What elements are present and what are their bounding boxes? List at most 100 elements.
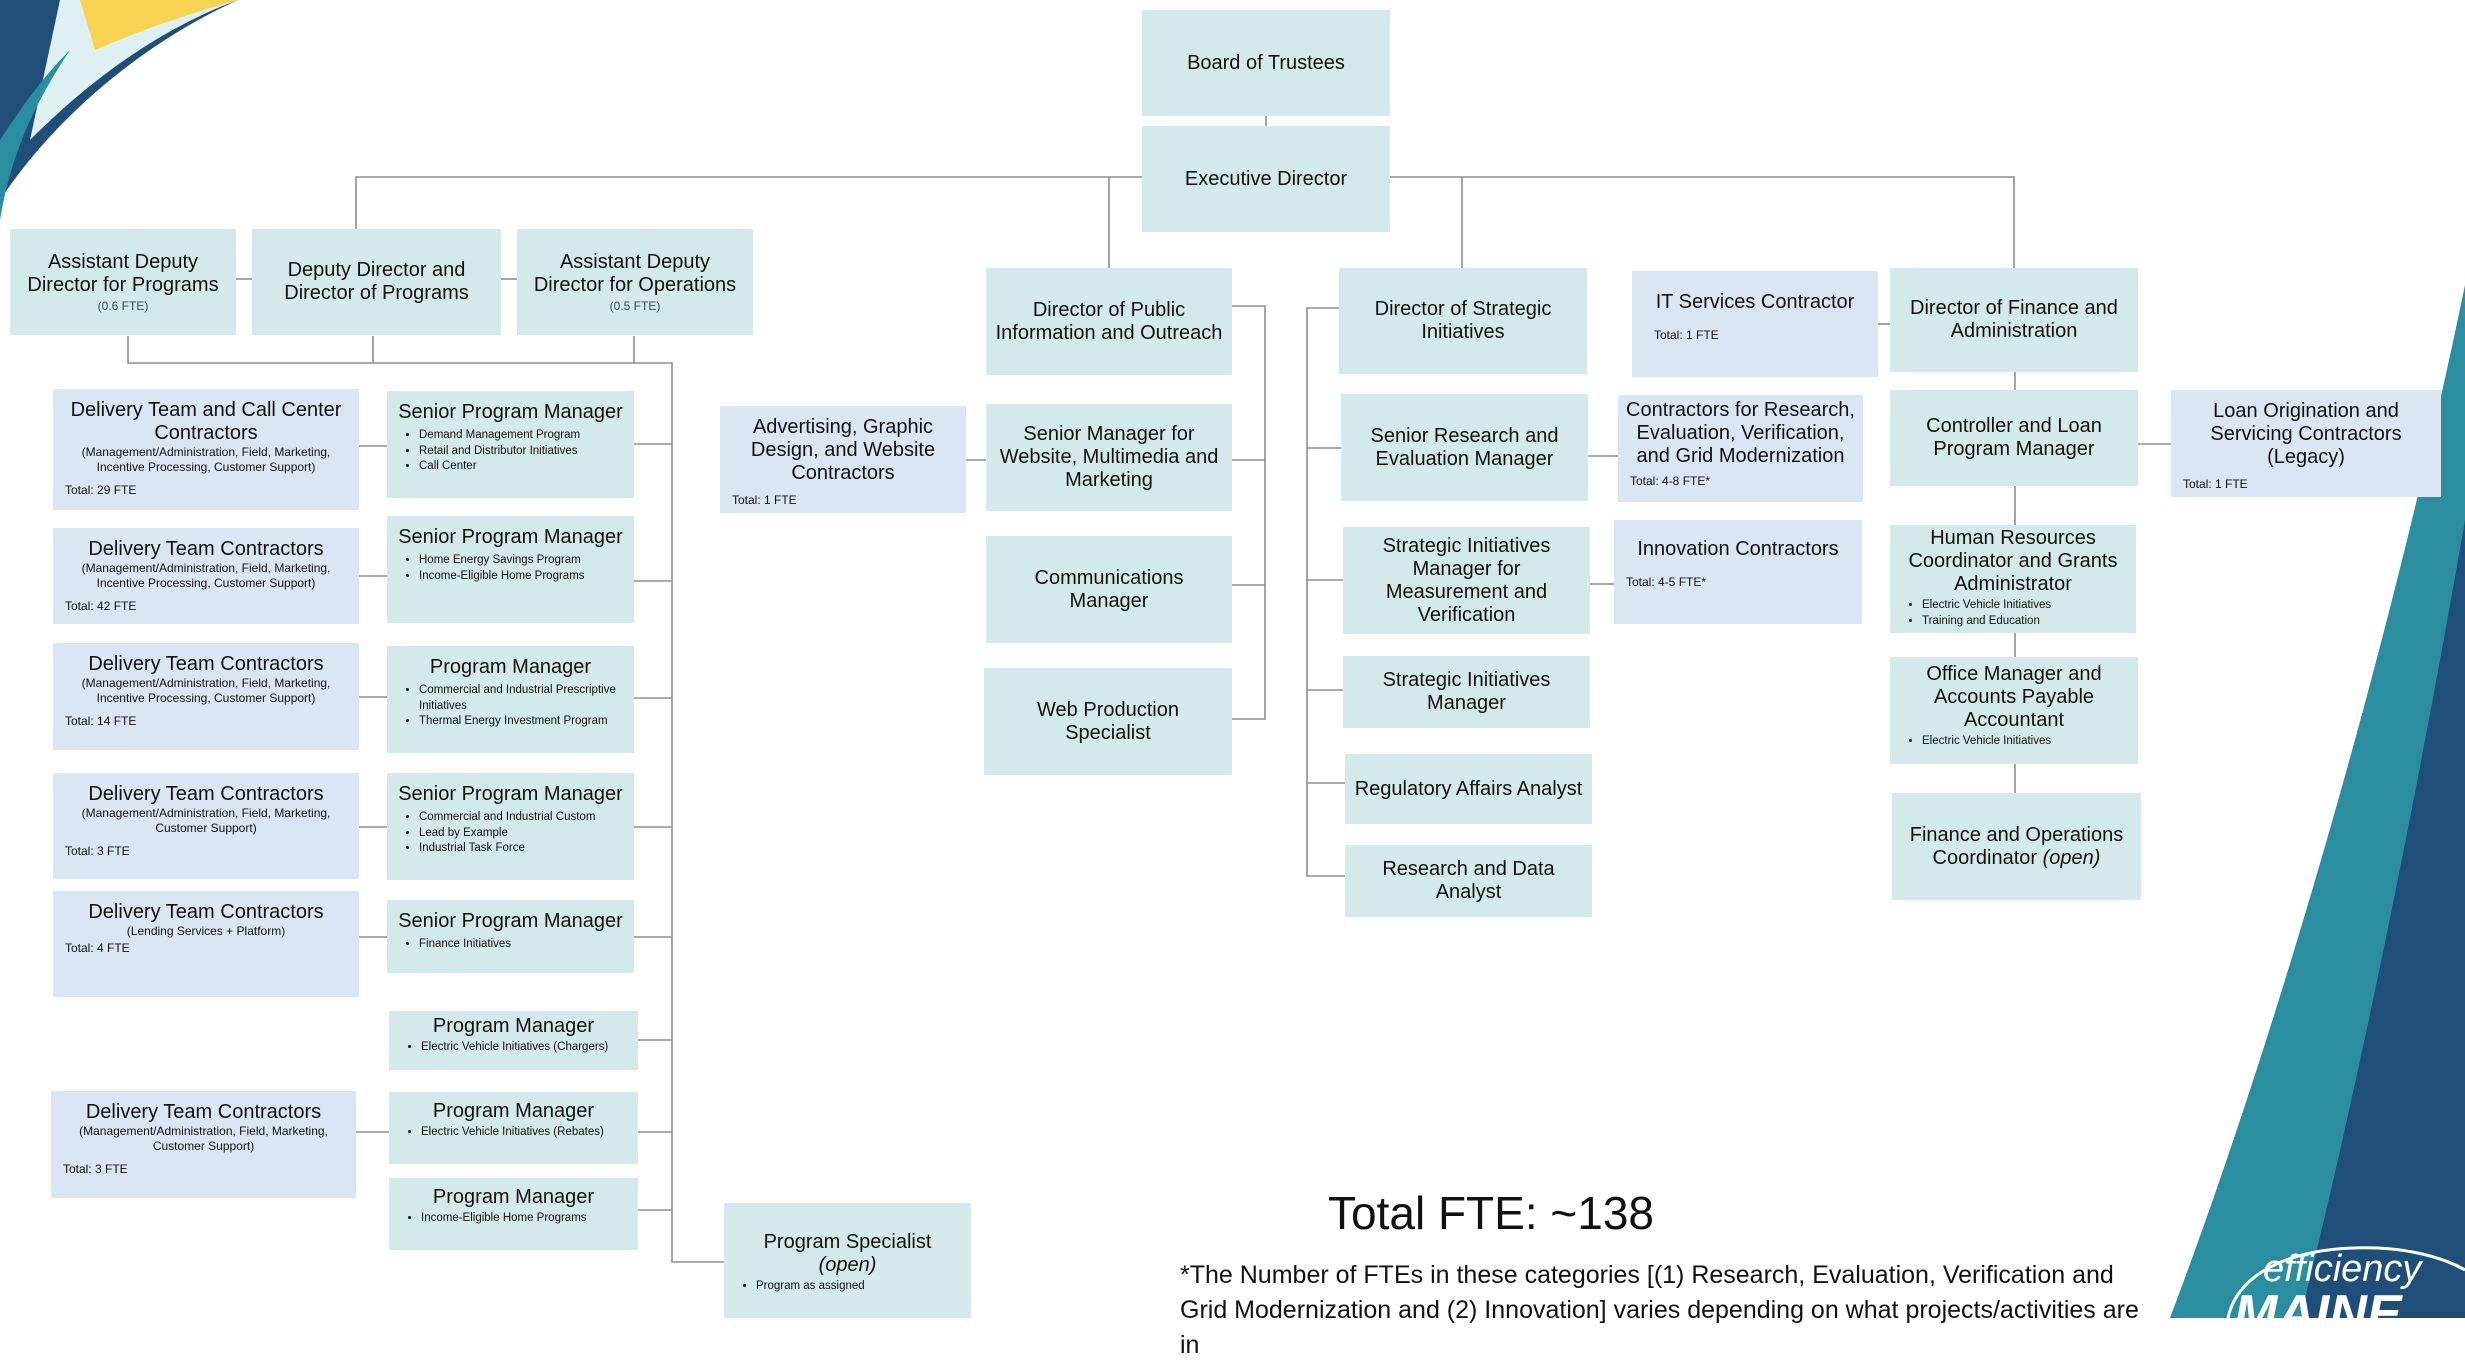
asst-deputy-programs-fte: (0.6 FTE) (97, 299, 149, 313)
manager-portfolio: Home Energy Savings Program Income-Eligi… (395, 553, 626, 584)
contractor-total: Total: 4 FTE (65, 941, 130, 955)
portfolio-item: Income-Eligible Home Programs (421, 1211, 630, 1227)
contractor-box-3: Delivery Team Contractors (Management/Ad… (53, 643, 359, 750)
director-public-info-box: Director of Public Information and Outre… (986, 268, 1232, 375)
contractor-scope: (Management/Administration, Field, Marke… (81, 806, 331, 835)
program-manager-box-6: Program Manager Electric Vehicle Initiat… (389, 1011, 638, 1070)
si-manager-box: Strategic Initiatives Manager (1343, 656, 1590, 728)
office-manager-box: Office Manager and Accounts Payable Acco… (1890, 657, 2138, 764)
contractor-title: Delivery Team Contractors (88, 653, 324, 675)
executive-director-title: Executive Director (1184, 167, 1348, 190)
loan-contractors-title: Loan Origination and Servicing Contracto… (2210, 400, 2402, 468)
contractor-scope: (Management/Administration, Field, Marke… (79, 1124, 328, 1153)
contractor-title: Delivery Team Contractors (85, 1101, 322, 1123)
contractor-title: Delivery Team Contractors (88, 538, 324, 560)
portfolio-item: Commercial and Industrial Custom (419, 810, 626, 826)
portfolio-item: Lead by Example (419, 826, 626, 842)
manager-title: Senior Program Manager (398, 526, 623, 548)
portfolio-item: Electric Vehicle Initiatives (Chargers) (421, 1040, 630, 1056)
contractor-total: Total: 14 FTE (65, 714, 137, 728)
contractor-box-1: Delivery Team and Call Center Contractor… (53, 389, 359, 510)
loan-contractors-total: Total: 1 FTE (2183, 477, 2248, 491)
director-strategic-title: Director of Strategic Initiatives (1374, 298, 1552, 343)
regulatory-analyst-box: Regulatory Affairs Analyst (1345, 754, 1592, 824)
senior-manager-website-title: Senior Manager for Website, Multimedia a… (999, 423, 1219, 491)
contractor-box-2: Delivery Team Contractors (Management/Ad… (53, 528, 359, 624)
senior-research-box: Senior Research and Evaluation Manager (1341, 394, 1588, 501)
contractor-box-6: Delivery Team Contractors (Management/Ad… (51, 1091, 356, 1198)
innovation-contractors-title: Innovation Contractors (1637, 538, 1839, 560)
portfolio-item: Electric Vehicle Initiatives (1922, 734, 2130, 750)
research-contractors-title: Contractors for Research, Evaluation, Ve… (1626, 399, 1855, 467)
program-manager-box-4: Senior Program Manager Commercial and In… (387, 773, 634, 880)
manager-title: Senior Program Manager (398, 401, 623, 423)
executive-director-box: Executive Director (1142, 126, 1390, 232)
program-specialist-box: Program Specialist (open) Program as ass… (724, 1203, 971, 1318)
senior-research-title: Senior Research and Evaluation Manager (1370, 424, 1559, 470)
corner-shape-teal (0, 50, 70, 220)
open-tag: (open) (2042, 846, 2101, 869)
research-contractors-total: Total: 4-8 FTE* (1630, 474, 1711, 488)
manager-portfolio: Demand Management Program Retail and Dis… (395, 428, 626, 475)
specialist-title-text: Program Specialist (763, 1231, 932, 1253)
background-decoration (0, 0, 2465, 1318)
logo-efficiency: efficiency (2263, 1248, 2422, 1290)
deputy-director-box: Deputy Director and Director of Programs (252, 229, 501, 335)
web-production-box: Web Production Specialist (984, 668, 1232, 775)
portfolio-item: Program as assigned (756, 1279, 963, 1295)
director-public-info-title: Director of Public Information and Outre… (995, 298, 1223, 344)
advertising-contractors-box: Advertising, Graphic Design, and Website… (720, 406, 966, 513)
open-tag: (open) (818, 1254, 877, 1276)
finance-ops-coordinator-box: Finance and Operations Coordinator (open… (1892, 793, 2141, 900)
portfolio-item: Thermal Energy Investment Program (419, 714, 626, 730)
specialist-title: Program Specialist (open) (732, 1231, 963, 1277)
hr-coordinator-box: Human Resources Coordinator and Grants A… (1890, 525, 2136, 633)
contractor-total: Total: 42 FTE (65, 599, 137, 613)
mv-manager-box: Strategic Initiatives Manager for Measur… (1343, 527, 1590, 634)
office-portfolio: Electric Vehicle Initiatives (1898, 734, 2130, 750)
manager-title: Senior Program Manager (398, 783, 623, 805)
portfolio-item: Retail and Distributor Initiatives (419, 444, 626, 460)
si-manager-title: Strategic Initiatives Manager (1382, 669, 1551, 714)
contractor-scope: (Management/Administration, Field, Marke… (81, 676, 331, 705)
total-fte: Total FTE: ~138 (1328, 1187, 1654, 1239)
program-manager-box-3: Program Manager Commercial and Industria… (387, 646, 634, 753)
finance-ops-title-text: Finance and Operations Coordinator (1909, 823, 2124, 869)
manager-portfolio: Finance Initiatives (395, 937, 626, 953)
contractor-box-5: Delivery Team Contractors (Lending Servi… (53, 891, 359, 997)
manager-title: Program Manager (429, 656, 592, 678)
director-finance-title: Director of Finance and Administration (1910, 297, 2118, 342)
contractor-scope: (Lending Services + Platform) (126, 924, 286, 938)
communications-manager-title: Communications Manager (1034, 566, 1184, 612)
contractor-title: Delivery Team and Call Center Contractor… (70, 399, 342, 444)
research-data-analyst-box: Research and Data Analyst (1345, 845, 1592, 917)
manager-title: Program Manager (432, 1015, 595, 1037)
manager-title: Senior Program Manager (398, 910, 623, 932)
loan-contractors-box: Loan Origination and Servicing Contracto… (2171, 390, 2441, 497)
innovation-contractors-total: Total: 4-5 FTE* (1626, 575, 1707, 589)
program-manager-box-1: Senior Program Manager Demand Management… (387, 391, 634, 498)
contractor-total: Total: 3 FTE (65, 844, 130, 858)
asst-deputy-operations-fte: (0.5 FTE) (609, 299, 661, 313)
board-of-trustees-title: Board of Trustees (1187, 51, 1345, 74)
it-services-total: Total: 1 FTE (1654, 328, 1719, 342)
portfolio-item: Industrial Task Force (419, 841, 626, 857)
deputy-director-title: Deputy Director and Director of Programs (284, 259, 469, 304)
portfolio-item: Demand Management Program (419, 428, 626, 444)
program-manager-box-5: Senior Program Manager Finance Initiativ… (387, 900, 634, 973)
contractor-box-4: Delivery Team Contractors (Management/Ad… (53, 773, 359, 879)
portfolio-item: Training and Education (1922, 614, 2128, 630)
finance-ops-coordinator-title: Finance and Operations Coordinator (open… (1900, 824, 2133, 870)
office-manager-title: Office Manager and Accounts Payable Acco… (1926, 663, 2102, 731)
right-shape-blue (2300, 520, 2465, 1318)
manager-title: Program Manager (432, 1100, 595, 1122)
director-strategic-box: Director of Strategic Initiatives (1339, 268, 1587, 374)
org-connectors (127, 116, 2171, 1263)
research-data-analyst-title: Research and Data Analyst (1382, 858, 1555, 903)
asst-deputy-operations-box: Assistant Deputy Director for Operations… (517, 229, 753, 335)
logo-swoosh (2226, 1246, 2465, 1318)
contractor-scope: (Management/Administration, Field, Marke… (81, 445, 331, 474)
mv-manager-title: Strategic Initiatives Manager for Measur… (1382, 534, 1551, 626)
corner-shape-pale (30, 0, 238, 140)
asst-deputy-operations-title: Assistant Deputy Director for Operations (533, 251, 737, 296)
